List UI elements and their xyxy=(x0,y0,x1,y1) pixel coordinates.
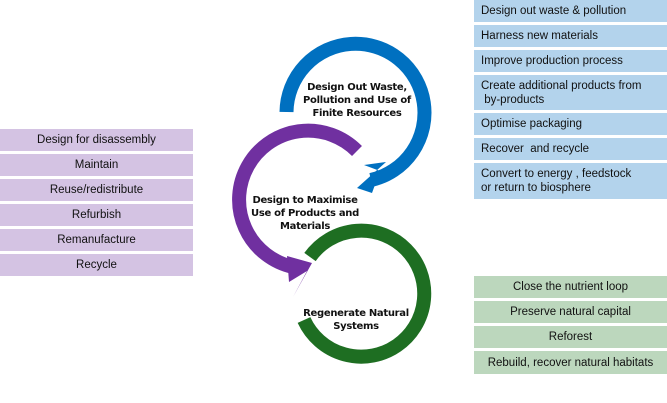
maximise-title-line: Use of Products and xyxy=(251,208,359,219)
maximise-action-label: Maintain xyxy=(74,159,119,171)
design-out-action-box: Harness new materials xyxy=(474,25,667,47)
design-out-action-label: Recover and recycle xyxy=(481,143,590,155)
regenerate-title-line: Systems xyxy=(333,321,379,332)
design-out-cycle-arrow xyxy=(279,36,432,193)
regenerate-action-label: Close the nutrient loop xyxy=(512,281,629,293)
regenerate-action-box: Preserve natural capital xyxy=(474,301,667,323)
design-out-title-line: Finite Resources xyxy=(312,108,402,119)
design-out-action-box: Design out waste & pollution xyxy=(474,0,667,22)
maximise-action-box: Recycle xyxy=(0,254,193,276)
regenerate-cycle-arrow xyxy=(297,223,432,364)
maximise-title: Design to Maximise Use of Products and M… xyxy=(250,194,360,233)
maximise-title-line: Materials xyxy=(279,221,331,232)
maximise-action-box: Reuse/redistribute xyxy=(0,179,193,201)
design-out-action-label: Harness new materials xyxy=(481,30,598,42)
maximise-action-box: Refurbish xyxy=(0,204,193,226)
regenerate-action-label: Reforest xyxy=(548,331,593,343)
maximise-action-label: Reuse/redistribute xyxy=(49,184,144,196)
design-out-action-label: Design out waste & pollution xyxy=(481,5,627,17)
maximise-action-label: Design for disassembly xyxy=(37,134,156,146)
design-out-action-box: Improve production process xyxy=(474,50,667,72)
maximise-action-box: Maintain xyxy=(0,154,193,176)
design-out-action-label: Convert to energy , feedstock or return … xyxy=(481,168,632,194)
regenerate-action-box: Reforest xyxy=(474,326,667,348)
design-out-action-box: Create additional products from by-produ… xyxy=(474,75,667,110)
design-out-action-label: Create additional products from by-produ… xyxy=(481,79,642,106)
design-out-action-label: Improve production process xyxy=(481,55,623,67)
maximise-cycle-arrow xyxy=(232,123,362,297)
design-out-action-label: Optimise packaging xyxy=(481,118,582,130)
design-out-title-line: Pollution and Use of xyxy=(303,95,411,106)
maximise-action-box: Design for disassembly xyxy=(0,129,193,151)
regenerate-title: Regenerate Natural Systems xyxy=(300,307,412,333)
design-out-action-box: Optimise packaging xyxy=(474,113,667,135)
design-out-action-box: Convert to energy , feedstock or return … xyxy=(474,163,667,199)
maximise-action-label: Remanufacture xyxy=(57,234,136,246)
maximise-action-label: Refurbish xyxy=(71,209,122,221)
regenerate-action-label: Rebuild, recover natural habitats xyxy=(487,356,654,369)
regenerate-action-box: Close the nutrient loop xyxy=(474,276,667,298)
regenerate-action-box: Rebuild, recover natural habitats xyxy=(474,351,667,374)
maximise-action-label: Recycle xyxy=(76,259,117,271)
regenerate-action-label: Preserve natural capital xyxy=(510,306,631,318)
design-out-title-line: Design Out Waste, xyxy=(307,82,407,93)
maximise-action-box: Remanufacture xyxy=(0,229,193,251)
design-out-action-box: Recover and recycle xyxy=(474,138,667,160)
maximise-title-line: Design to Maximise xyxy=(252,195,358,206)
design-out-title: Design Out Waste, Pollution and Use of F… xyxy=(293,81,421,120)
regenerate-title-line: Regenerate Natural xyxy=(303,308,409,319)
